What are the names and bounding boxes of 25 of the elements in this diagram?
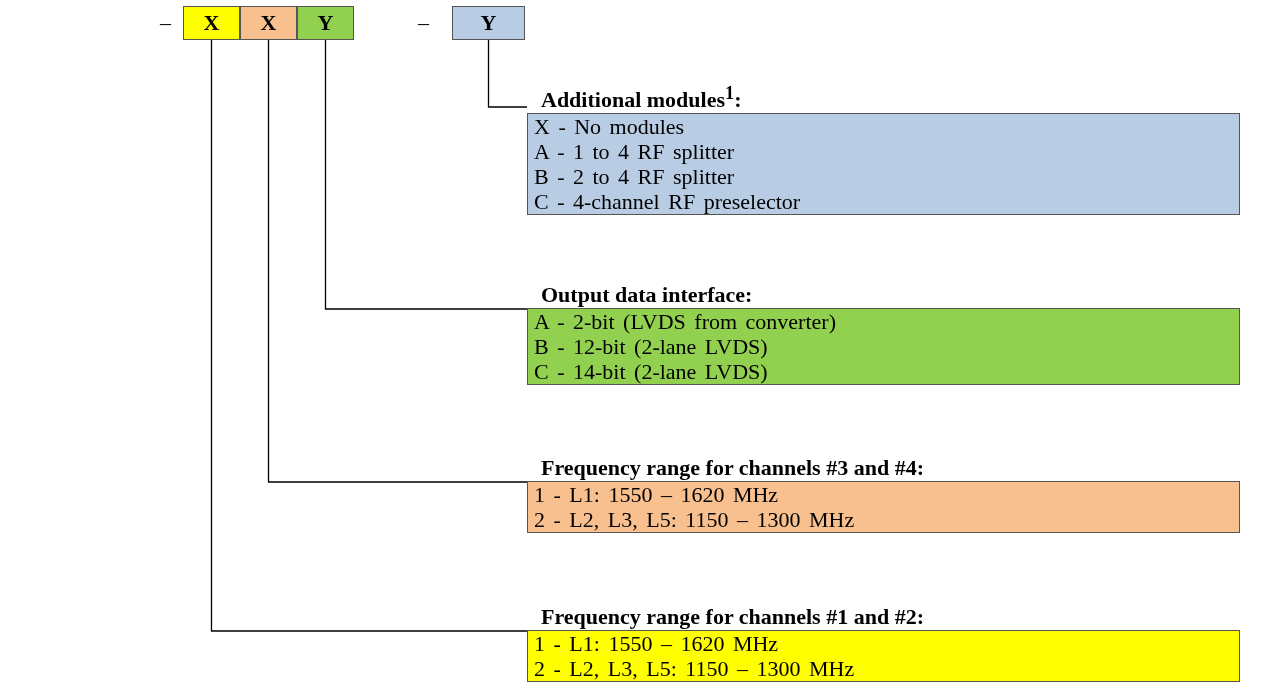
option-text: B - 12-bit (2-lane LVDS) (534, 334, 768, 359)
leader-line (267, 39, 528, 483)
option-text: B - 2 to 4 RF splitter (534, 164, 735, 190)
option-text: X - No modules (534, 114, 685, 140)
panel-heading: Frequency range for channels #1 and #2: (540, 604, 924, 630)
option-text: 2 - L2, L3, L5: 1150 – 1300 MHz (534, 656, 855, 681)
option-text: 1 - L1: 1550 – 1620 MHz (534, 631, 779, 656)
separator-dash: – (418, 10, 429, 36)
leader-line (487, 39, 528, 108)
leader-line (210, 39, 528, 632)
code-box: X (240, 6, 297, 40)
option-text: A - 1 to 4 RF splitter (534, 139, 735, 165)
code-box: Y (297, 6, 354, 40)
option-text: C - 14-bit (2-lane LVDS) (534, 359, 768, 384)
option-text: 2 - L2, L3, L5: 1150 – 1300 MHz (534, 507, 855, 532)
panel-heading: Output data interface: (540, 282, 753, 308)
separator-dash: – (160, 10, 171, 36)
code-box: X (183, 6, 240, 40)
option-text: 1 - L1: 1550 – 1620 MHz (534, 482, 779, 507)
option-text: A - 2-bit (LVDS from converter) (534, 309, 836, 334)
code-box: Y (452, 6, 525, 40)
option-text: C - 4-channel RF preselector (534, 189, 801, 215)
leader-line (324, 39, 528, 310)
panel-heading: Additional modules$^{1}$: (540, 82, 742, 106)
panel-heading: Frequency range for channels #3 and #4: (540, 455, 924, 481)
